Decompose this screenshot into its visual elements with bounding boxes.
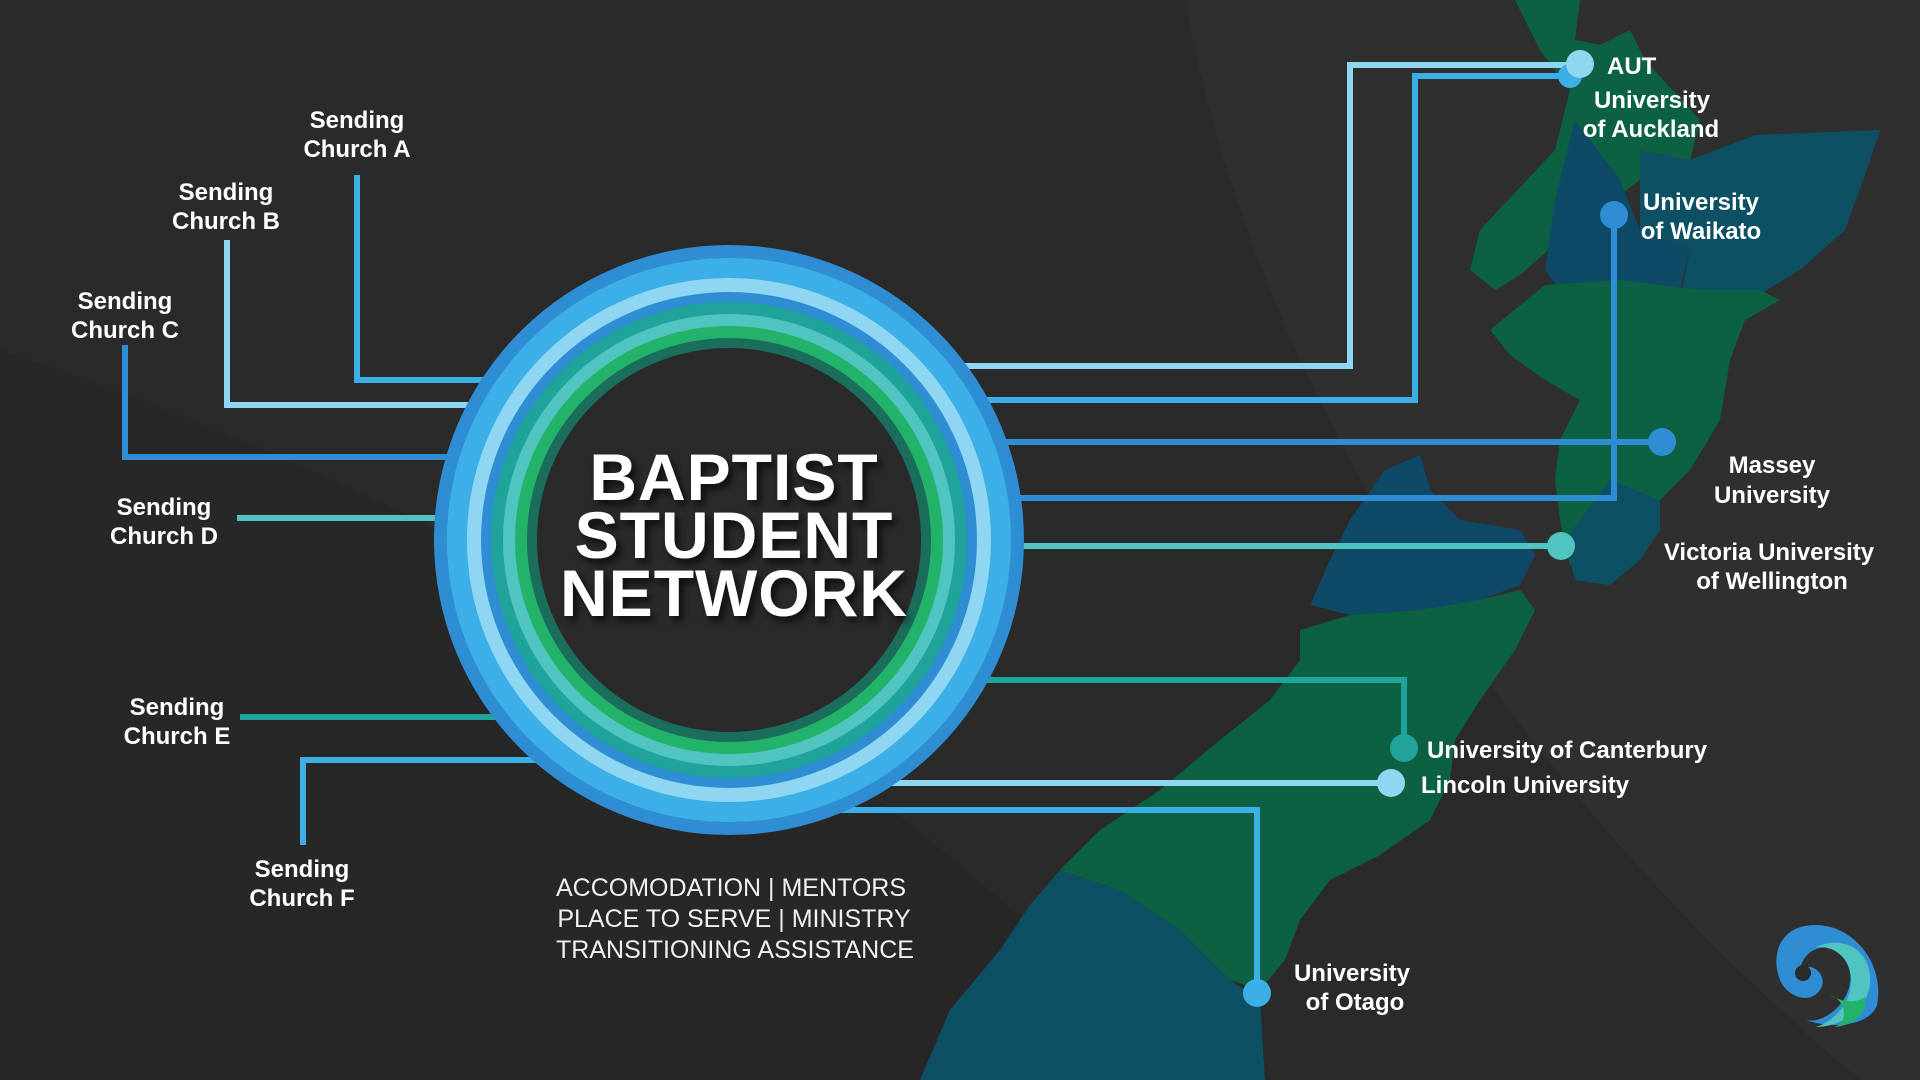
victoria-line-1: Victoria University (1664, 539, 1875, 566)
church-b-line-2: Church B (172, 208, 280, 235)
title-line-2: STUDENT (575, 498, 894, 572)
south-island-southwest (920, 870, 1265, 1080)
connector-church-c (122, 345, 455, 460)
church-d-line-2: Church D (110, 523, 218, 550)
wellington-region (1565, 480, 1660, 585)
connector-auckland (955, 73, 1570, 403)
church-e-line-1: Sending (130, 694, 225, 721)
south-island-main (1060, 590, 1535, 990)
connector-church-f (300, 757, 560, 845)
title-line-1: BAPTIST (589, 440, 878, 514)
university-dots (1243, 50, 1676, 1007)
church-c-line-1: Sending (78, 288, 173, 315)
services-list: ACCOMODATION | MENTORS PLACE TO SERVE | … (556, 874, 914, 964)
church-b-line-1: Sending (179, 179, 274, 206)
dot-lincoln (1377, 769, 1405, 797)
waikato-line-1: University (1643, 189, 1760, 216)
south-island-top (1310, 455, 1535, 615)
victoria-line-2: of Wellington (1696, 568, 1848, 595)
dot-victoria (1547, 532, 1575, 560)
church-f-line-1: Sending (255, 856, 350, 883)
dot-waikato (1600, 201, 1628, 229)
university-connectors (790, 62, 1662, 993)
network-title: BAPTIST STUDENT NETWORK (560, 440, 908, 630)
lincoln-label: Lincoln University (1421, 772, 1630, 799)
church-labels: Sending Church A Sending Church B Sendin… (71, 107, 411, 912)
dot-canterbury (1390, 734, 1418, 762)
connector-aut (920, 62, 1578, 369)
church-e-line-2: Church E (124, 723, 231, 750)
massey-line-1: Massey (1729, 452, 1816, 479)
university-labels: AUT University of Auckland University of… (1294, 53, 1875, 1016)
connector-canterbury (920, 677, 1407, 748)
central-ring (434, 245, 1024, 835)
title-line-3: NETWORK (560, 556, 908, 630)
church-connectors (122, 175, 580, 845)
dot-aut (1566, 50, 1594, 78)
north-island-south (1490, 280, 1780, 575)
waikato-line-2: of Waikato (1641, 218, 1761, 245)
connector-church-b (224, 240, 505, 408)
massey-line-2: University (1714, 482, 1831, 509)
canterbury-label: University of Canterbury (1427, 737, 1708, 764)
connector-otago (790, 807, 1260, 993)
dot-massey (1648, 428, 1676, 456)
church-a-line-1: Sending (310, 107, 405, 134)
aut-label: AUT (1607, 53, 1657, 80)
services-line-2: PLACE TO SERVE | MINISTRY (557, 905, 911, 933)
church-d-line-1: Sending (117, 494, 212, 521)
auckland-line-2: of Auckland (1583, 116, 1719, 143)
services-line-3: TRANSITIONING ASSISTANCE (556, 936, 914, 964)
auckland-line-1: University (1594, 87, 1711, 114)
otago-line-2: of Otago (1306, 989, 1405, 1016)
swirl-logo-icon (1776, 925, 1879, 1027)
otago-line-1: University (1294, 960, 1411, 987)
church-f-line-2: Church F (249, 885, 354, 912)
connector-waikato (1020, 215, 1617, 501)
connector-church-a (354, 175, 505, 383)
north-island-bay (1640, 130, 1880, 330)
services-line-1: ACCOMODATION | MENTORS (556, 874, 906, 902)
church-a-line-2: Church A (303, 136, 410, 163)
dot-otago (1243, 979, 1271, 1007)
church-c-line-2: Church C (71, 317, 179, 344)
